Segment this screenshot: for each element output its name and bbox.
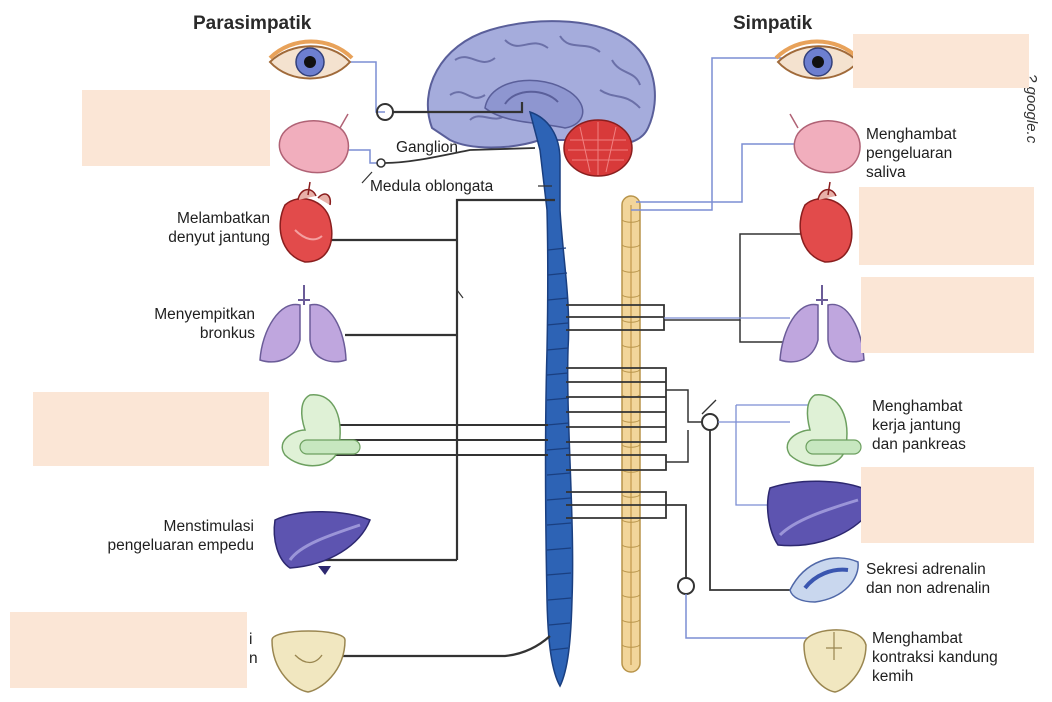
sympathetic-title: Simpatik <box>733 13 812 35</box>
label-slow-heart: Melambatkan denyut jantung <box>168 209 270 247</box>
right-blank-4 <box>861 467 1034 543</box>
left-blank-2 <box>33 392 269 466</box>
heart-left <box>280 182 332 262</box>
label-stimulate-bile: Menstimulasi pengeluaran empedu <box>107 517 254 555</box>
adrenal-gland-right <box>790 558 858 602</box>
eye-left <box>270 42 352 79</box>
right-blank-1 <box>853 34 1029 88</box>
label-bladder-fragment: i n <box>249 630 258 668</box>
eye-right <box>776 42 858 79</box>
cerebellum <box>564 120 632 176</box>
label-inhibit-heart-pancreas: Menghambat kerja jantung dan pankreas <box>872 397 966 454</box>
label-constrict-bronchi: Menyempitkan bronkus <box>154 305 255 343</box>
left-blank-3 <box>10 612 247 688</box>
right-blank-3 <box>861 277 1034 353</box>
medula-oblongata-label: Medula oblongata <box>370 177 493 196</box>
bladder-left <box>272 631 345 692</box>
liver-left <box>274 512 370 575</box>
lungs-left <box>260 285 346 362</box>
lungs-right <box>780 285 864 362</box>
bladder-right <box>804 630 866 692</box>
parasympathetic-title: Parasimpatik <box>193 13 311 35</box>
salivary-gland-right <box>790 114 860 173</box>
salivary-gland-left <box>279 114 348 173</box>
label-adrenaline-secretion: Sekresi adrenalin dan non adrenalin <box>866 560 990 598</box>
ganglion-label: Ganglion <box>396 138 458 157</box>
label-inhibit-bladder: Menghambat kontraksi kandung kemih <box>872 629 998 686</box>
liver-right <box>768 481 862 545</box>
right-blank-2 <box>859 187 1034 265</box>
spinal-cord <box>530 112 573 686</box>
label-inhibit-saliva: Menghambat pengeluaran saliva <box>866 125 956 182</box>
left-blank-1 <box>82 90 270 166</box>
sympathetic-chain <box>622 196 640 672</box>
heart-right <box>800 182 852 262</box>
